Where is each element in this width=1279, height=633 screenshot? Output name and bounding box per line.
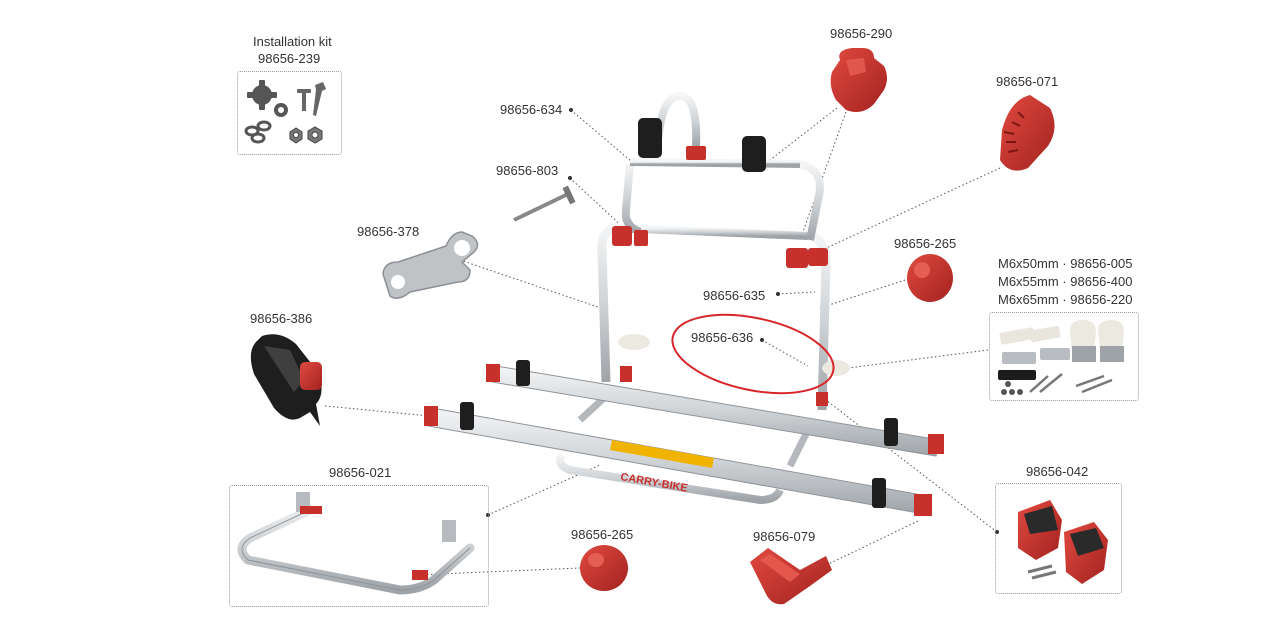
leader-screws — [847, 349, 989, 369]
part-label-98656-265-top: 98656-265 — [894, 236, 957, 251]
gear-icon — [247, 80, 288, 117]
part-label-98656-042: 98656-042 — [1026, 464, 1089, 479]
bolt-icon — [513, 185, 576, 222]
leader-lines — [324, 107, 1001, 576]
kit-title: Installation kit — [253, 34, 332, 49]
leader-378 — [459, 259, 599, 308]
screw-spec-2: M6x55mm · 98656-400 — [998, 274, 1133, 289]
screw-icon — [297, 82, 326, 116]
leader-636 — [761, 339, 809, 367]
end-cap-icon-bottom — [580, 545, 628, 591]
highlight-ring — [671, 313, 835, 395]
chain-link-icon — [244, 120, 272, 144]
fixings-box — [995, 483, 1122, 594]
leader-290-a — [769, 107, 838, 161]
part-label-98656-071: 98656-071 — [996, 74, 1059, 89]
part-label-98656-290: 98656-290 — [830, 26, 893, 41]
part-label-98656-378: 98656-378 — [357, 224, 420, 239]
clamp-kit-box — [989, 312, 1139, 401]
part-label-98656-803: 98656-803 — [496, 163, 559, 178]
part-label-98656-635: 98656-635 — [703, 288, 766, 303]
screw-code: 98656-220 — [1070, 292, 1133, 307]
screw-spec-1: M6x50mm · 98656-005 — [998, 256, 1133, 271]
bike-rack-icon — [424, 91, 944, 516]
screw-code: 98656-400 — [1070, 274, 1133, 289]
frame-holder-icon — [382, 231, 479, 299]
screw-size: M6x55mm — [998, 274, 1059, 289]
brand-text: CARRY-BIKE — [619, 471, 688, 495]
ratchet-wheel-icon — [1000, 95, 1055, 171]
installation-kit-parts — [244, 80, 326, 144]
knob-icon — [830, 48, 887, 112]
part-label-98656-636: 98656-636 — [691, 330, 754, 345]
clamp-kit-icon — [998, 320, 1124, 395]
part-label-98656-079: 98656-079 — [753, 529, 816, 544]
part-label-98656-265-bottom: 98656-265 — [571, 527, 634, 542]
end-cap-icon — [907, 254, 953, 302]
leader-634 — [570, 109, 633, 163]
screw-spec-3: M6x65mm · 98656-220 — [998, 292, 1133, 307]
installation-kit-box — [237, 71, 342, 155]
lower-frame-box — [229, 485, 489, 607]
mounting-bracket-icon — [1018, 500, 1108, 584]
lower-frame-icon — [237, 492, 475, 595]
wheel-cradle-icon — [750, 548, 832, 605]
screw-size: M6x50mm — [998, 256, 1059, 271]
leader-635 — [777, 291, 816, 295]
leader-290-b — [799, 111, 847, 241]
leader-386 — [324, 405, 431, 417]
part-label-98656-634: 98656-634 — [500, 102, 563, 117]
leader-042 — [825, 399, 998, 533]
screw-code: 98656-005 — [1070, 256, 1133, 271]
leader-021 — [487, 464, 601, 516]
screw-size: M6x65mm — [998, 292, 1059, 307]
nut-icon — [289, 126, 323, 144]
strap-icon — [250, 334, 322, 426]
leader-071 — [821, 167, 1001, 251]
leader-265a — [819, 279, 906, 309]
part-label-98656-386: 98656-386 — [250, 311, 313, 326]
kit-code: 98656-239 — [258, 51, 321, 66]
part-label-98656-021: 98656-021 — [329, 465, 392, 480]
leader-803 — [569, 177, 627, 231]
